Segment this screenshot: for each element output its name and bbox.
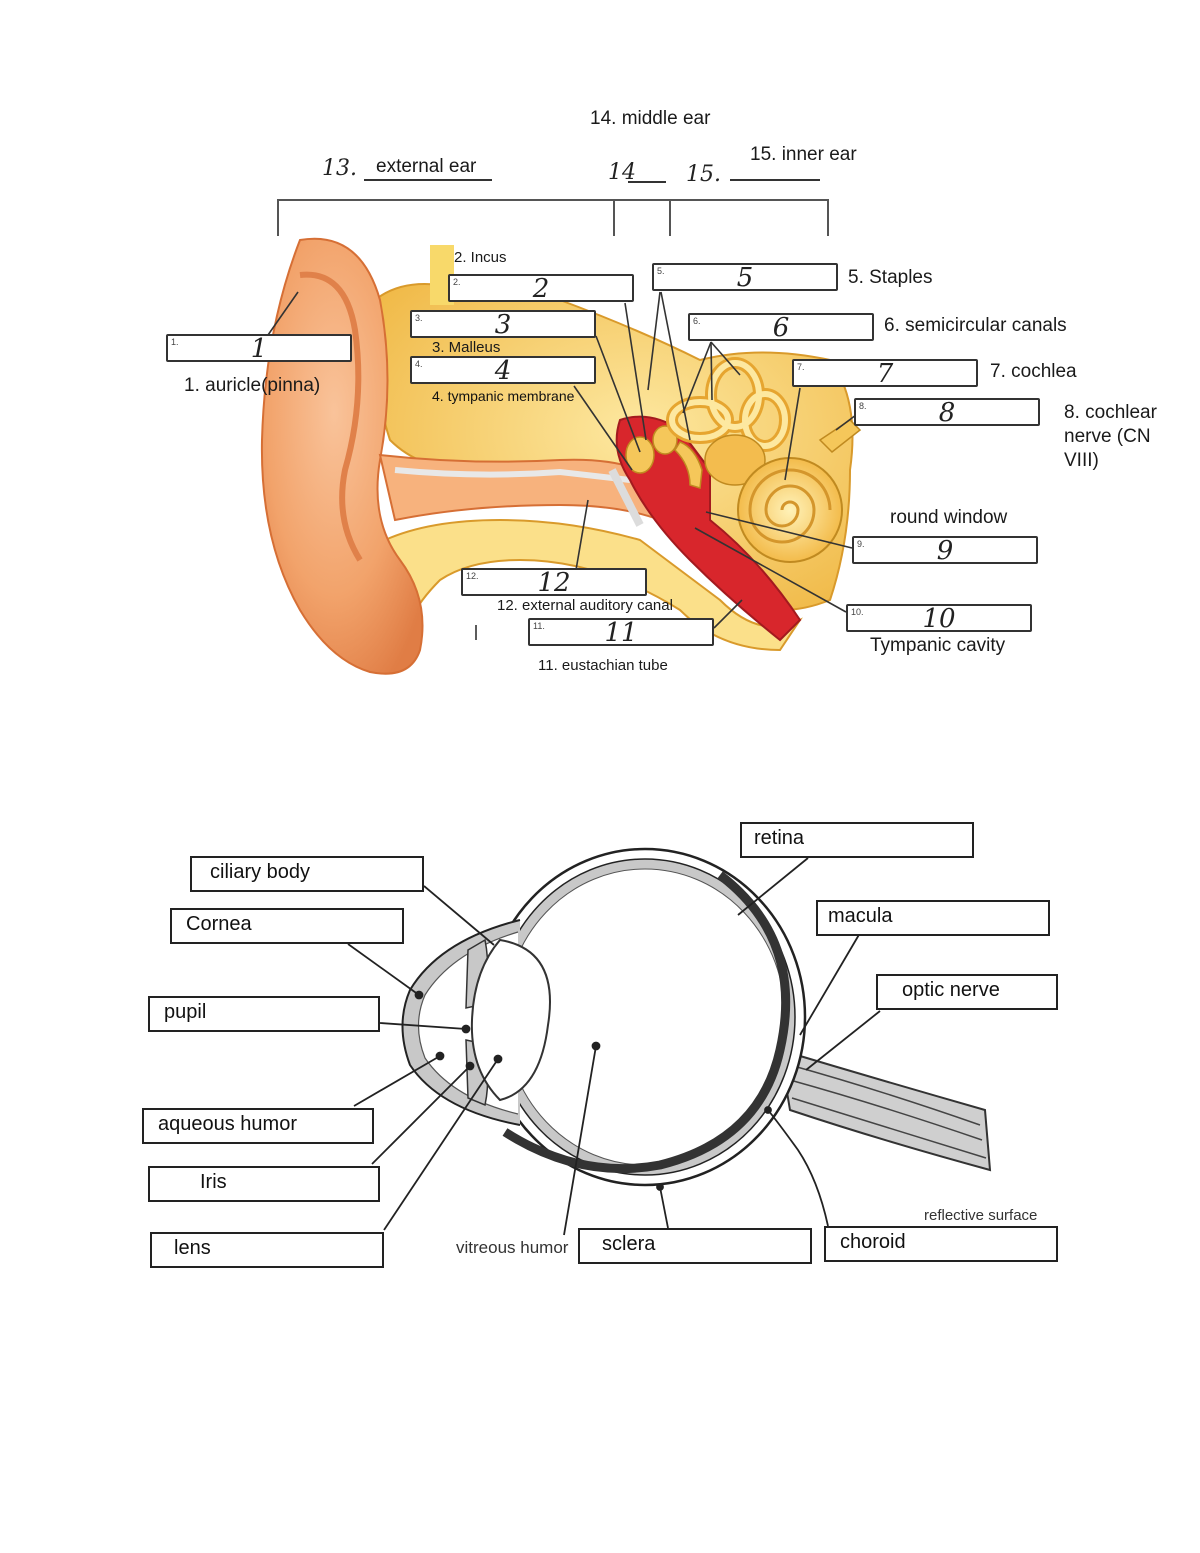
box-number: 5. [657,266,665,276]
answer-tympanic-cavity: Tympanic cavity [870,635,1006,656]
ear-box-1[interactable]: 1. 1 [166,334,352,362]
ear-box-5[interactable]: 5. 5 [652,263,838,291]
pupil-label: pupil [164,1001,207,1023]
aqueous-humor-box[interactable]: aqueous humor [142,1108,374,1144]
ciliary-body-box[interactable]: ciliary body [190,856,424,892]
answer-tympanic-membrane: 4. tympanic membrane [432,388,575,404]
aqueous-humor-label: aqueous humor [158,1113,297,1135]
sclera-box[interactable]: sclera [578,1228,812,1264]
handwritten-answer: 10 [922,604,956,634]
lens-box[interactable]: lens [150,1232,384,1268]
ear-box-8[interactable]: 8. 8 [854,398,1040,426]
ossicles [625,425,703,489]
handwritten-answer: 5 [736,263,754,293]
choroid-box[interactable]: choroid [824,1226,1058,1262]
box-number: 3. [415,313,423,323]
answer-cochlea: 7. cochlea [990,361,1077,382]
bracket-14-number: 14 [608,160,636,185]
answer-semicircular-canals: 6. semicircular canals [884,315,1067,336]
box-number: 1. [171,337,179,347]
ear-box-7[interactable]: 7. 7 [792,359,978,387]
ear-box-11[interactable]: 11. 11 [528,618,714,646]
handwritten-answer: 1 [250,334,268,364]
handwritten-answer: 12 [537,568,571,598]
answer-eustachian-tube: 11. eustachian tube [538,657,668,674]
iris-label: Iris [200,1171,227,1193]
answer-external-auditory-canal: 12. external auditory canal [497,597,673,614]
handwritten-answer: 7 [876,359,894,389]
box-number: 9. [857,539,865,549]
lens-shape [470,938,551,1102]
region-brackets [277,199,829,236]
answer-incus: 2. Incus [454,249,507,266]
handwritten-answer: 3 [494,310,512,340]
ear-box-9[interactable]: 9. 9 [852,536,1038,564]
box-number: 2. [453,277,461,287]
ear-leader-lines [267,291,857,640]
box-number: 7. [797,362,805,372]
answer-cochlear-nerve: 8. cochlear nerve (CN VIII) [1064,402,1157,471]
lower-tissue [378,518,803,652]
ear-box-4[interactable]: 4. 4 [410,356,596,384]
handwritten-answer: 9 [936,536,954,566]
sclera-label: sclera [602,1233,656,1255]
retina-label: retina [754,827,805,849]
pupil-box[interactable]: pupil [148,996,380,1032]
middle-ear-heading: 14. middle ear [590,108,711,129]
eye-diagram [347,847,992,1236]
handwritten-answer: 8 [938,398,956,428]
box-number: 8. [859,401,867,411]
bracket-13-number: 13. [322,156,357,181]
answer-staples: 5. Staples [848,267,933,288]
lens-label: lens [174,1237,211,1259]
cornea-label: Cornea [186,913,252,935]
inner-ear-heading: 15. inner ear [750,144,857,165]
macula-label: macula [828,905,893,927]
ear-box-6[interactable]: 6. 6 [688,313,874,341]
bracket-15-number: 15. [686,162,721,187]
vitreous-humor-label: vitreous humor [456,1238,569,1257]
optic-nerve-label: optic nerve [902,979,1000,1001]
choroid-label: choroid [840,1231,906,1253]
optic-nerve-box[interactable]: optic nerve [876,974,1058,1010]
ciliary-body-label: ciliary body [210,861,311,883]
box-number: 4. [415,359,423,369]
external-ear-label: external ear [376,156,477,177]
ear-box-2[interactable]: 2. 2 [448,274,634,302]
handwritten-answer: 11 [604,618,638,648]
eye-leader-lines [347,857,881,1236]
retina-band [502,871,791,1174]
answer-malleus: 3. Malleus [432,339,501,356]
answer-auricle: 1. auricle(pinna) [184,375,321,396]
ear-box-3[interactable]: 3. 3 [410,310,596,338]
iris-box[interactable]: Iris [148,1166,380,1202]
ear-box-10[interactable]: 10. 10 [846,604,1032,632]
box-number: 6. [693,316,701,326]
handwritten-answer: 6 [772,313,790,343]
retina-box[interactable]: retina [740,822,974,858]
box-number: 12. [466,571,479,581]
handwritten-answer: 4 [494,356,512,386]
handwritten-answer: 2 [532,274,550,304]
answer-round-window: round window [890,507,1008,528]
optic-nerve-shape [778,1048,992,1172]
cochlea-shape [737,457,843,563]
reflective-surface-label: reflective surface [924,1207,1038,1224]
macula-box[interactable]: macula [816,900,1050,936]
box-number: 11. [533,621,545,631]
cornea-box[interactable]: Cornea [170,908,404,944]
box-number: 10. [851,607,864,617]
ear-box-12[interactable]: 12. 12 [461,568,647,596]
